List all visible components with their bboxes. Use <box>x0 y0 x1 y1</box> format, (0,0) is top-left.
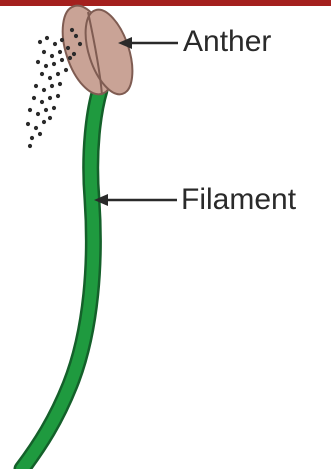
pollen-dot <box>74 34 78 38</box>
pollen-dot <box>58 50 62 54</box>
pollen-dot <box>32 96 36 100</box>
pollen-dot <box>78 42 82 46</box>
pollen-dot <box>52 62 56 66</box>
pollen-dot <box>38 40 42 44</box>
pollen-dot <box>68 56 72 60</box>
pollen-dot <box>53 42 57 46</box>
anther-shape <box>53 0 142 101</box>
pollen-dot <box>60 58 64 62</box>
filament-label: Filament <box>181 185 296 215</box>
pollen-dot <box>42 88 46 92</box>
pollen-dot <box>42 120 46 124</box>
pollen-dot <box>44 108 48 112</box>
pollen-dot <box>48 76 52 80</box>
pollen-dot <box>60 38 64 42</box>
pollen-dot <box>36 60 40 64</box>
pollen-dot <box>28 108 32 112</box>
pollen-dot <box>56 72 60 76</box>
pollen-dot <box>42 50 46 54</box>
pollen-dot <box>52 106 56 110</box>
pollen-dot <box>48 116 52 120</box>
anther-label: Anther <box>183 27 271 57</box>
pollen-dot <box>45 36 49 40</box>
pollen-dot <box>50 84 54 88</box>
pollen-dot <box>28 144 32 148</box>
pollen-dot <box>30 136 34 140</box>
filament-pointer-arrow <box>94 194 177 206</box>
pollen-dot <box>40 100 44 104</box>
pollen-dot <box>66 46 70 50</box>
pollen-dot <box>40 72 44 76</box>
pollen-dot <box>72 52 76 56</box>
pollen-dot <box>50 54 54 58</box>
pollen-dot <box>36 112 40 116</box>
pollen-dot <box>58 82 62 86</box>
pollen-dot <box>26 122 30 126</box>
pollen-dot <box>44 64 48 68</box>
filament-stalk <box>22 90 100 469</box>
pollen-dot <box>34 126 38 130</box>
pollen-dot <box>34 84 38 88</box>
pollen-dot <box>64 68 68 72</box>
pollen-dot <box>48 96 52 100</box>
pollen-dot <box>38 132 42 136</box>
pollen-dot <box>56 94 60 98</box>
pollen-dot <box>70 28 74 32</box>
